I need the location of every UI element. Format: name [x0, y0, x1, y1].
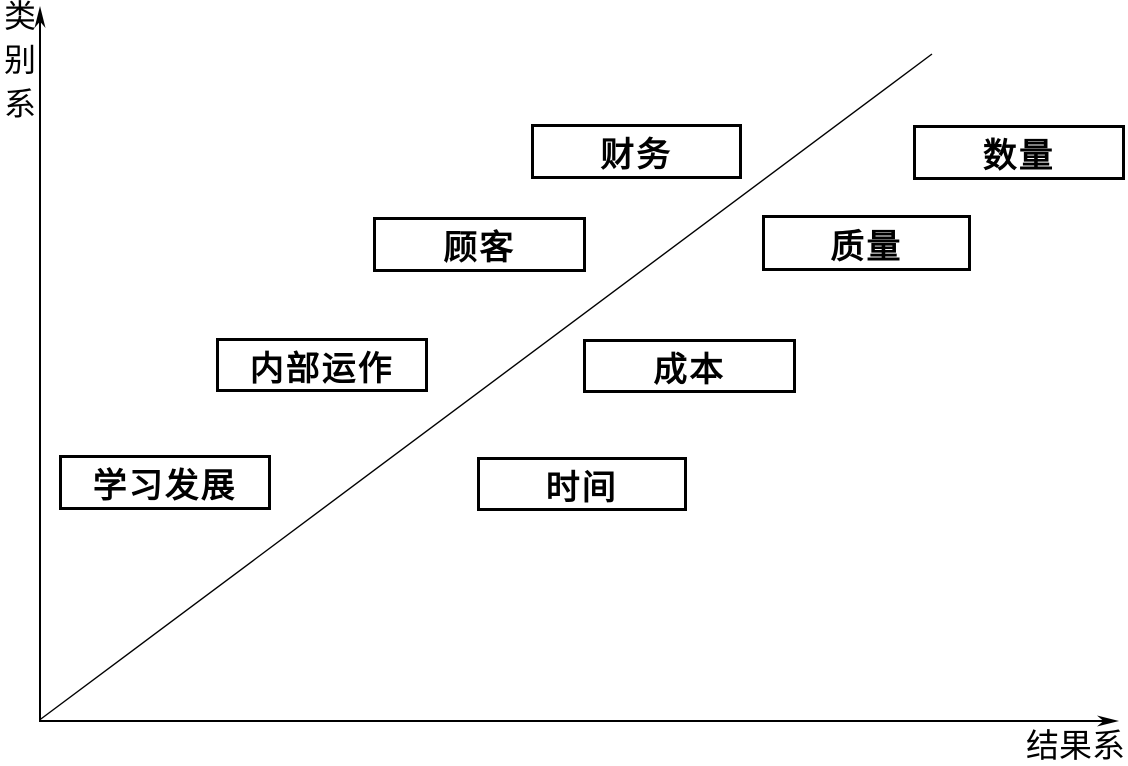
y-axis-label: 类别系: [3, 0, 36, 122]
box-quantity: 数量: [913, 125, 1125, 180]
box-quality: 质量: [762, 215, 971, 271]
box-customer: 顾客: [373, 217, 586, 272]
diagonal-line: [39, 53, 933, 721]
box-time: 时间: [477, 457, 687, 511]
box-learning-development: 学习发展: [59, 455, 271, 510]
y-axis-arrowhead-icon: [34, 6, 46, 28]
x-axis-label: 结果系: [1026, 729, 1125, 765]
x-axis-arrowhead-icon: [1097, 715, 1119, 727]
box-cost: 成本: [583, 339, 796, 393]
box-internal-operations: 内部运作: [216, 338, 428, 392]
box-finance: 财务: [531, 124, 742, 179]
